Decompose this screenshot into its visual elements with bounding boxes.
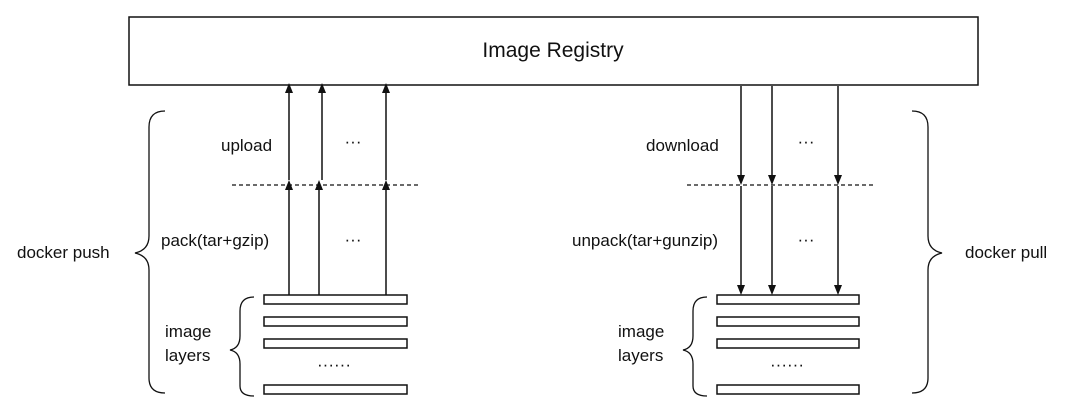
pull-download-label: download bbox=[646, 136, 719, 155]
push-layer-4 bbox=[263, 384, 408, 395]
push-layers-brace bbox=[229, 296, 255, 397]
push-pack-ellipsis: ··· bbox=[345, 230, 362, 249]
pull-download-ellipsis: ··· bbox=[798, 132, 815, 151]
push-pack-label: pack(tar+gzip) bbox=[161, 231, 269, 250]
pull-big-brace bbox=[911, 110, 943, 394]
pull-layers-label-line1: image bbox=[618, 322, 664, 341]
push-side-label: docker push bbox=[17, 243, 110, 262]
image-registry-box: Image Registry bbox=[128, 16, 979, 86]
push-layer-1 bbox=[263, 294, 408, 305]
pull-side: download unpack(tar+gunzip) ··· ··· ····… bbox=[572, 86, 1047, 397]
push-layer-3 bbox=[263, 338, 408, 349]
push-side: upload pack(tar+gzip) ··· ··· ······ ima… bbox=[17, 83, 421, 397]
push-upload-ellipsis: ··· bbox=[345, 132, 362, 151]
pull-side-label: docker pull bbox=[965, 243, 1047, 262]
image-registry-title: Image Registry bbox=[482, 39, 624, 62]
push-layer-2 bbox=[263, 316, 408, 327]
pull-layers-ellipsis: ······ bbox=[770, 355, 804, 374]
push-upload-label: upload bbox=[221, 136, 272, 155]
pull-layers-label-line2: layers bbox=[618, 346, 663, 365]
pull-layer-3 bbox=[716, 338, 860, 349]
pull-unpack-ellipsis: ··· bbox=[798, 230, 815, 249]
push-big-brace bbox=[134, 110, 166, 394]
pull-layer-1 bbox=[716, 294, 860, 305]
pull-layer-2 bbox=[716, 316, 860, 327]
push-layers-ellipsis: ······ bbox=[317, 355, 351, 374]
pull-layer-4 bbox=[716, 384, 860, 395]
push-layers-label-line1: image bbox=[165, 322, 211, 341]
pull-layers-brace bbox=[682, 296, 708, 397]
push-layers-label-line2: layers bbox=[165, 346, 210, 365]
pull-unpack-label: unpack(tar+gunzip) bbox=[572, 231, 718, 250]
